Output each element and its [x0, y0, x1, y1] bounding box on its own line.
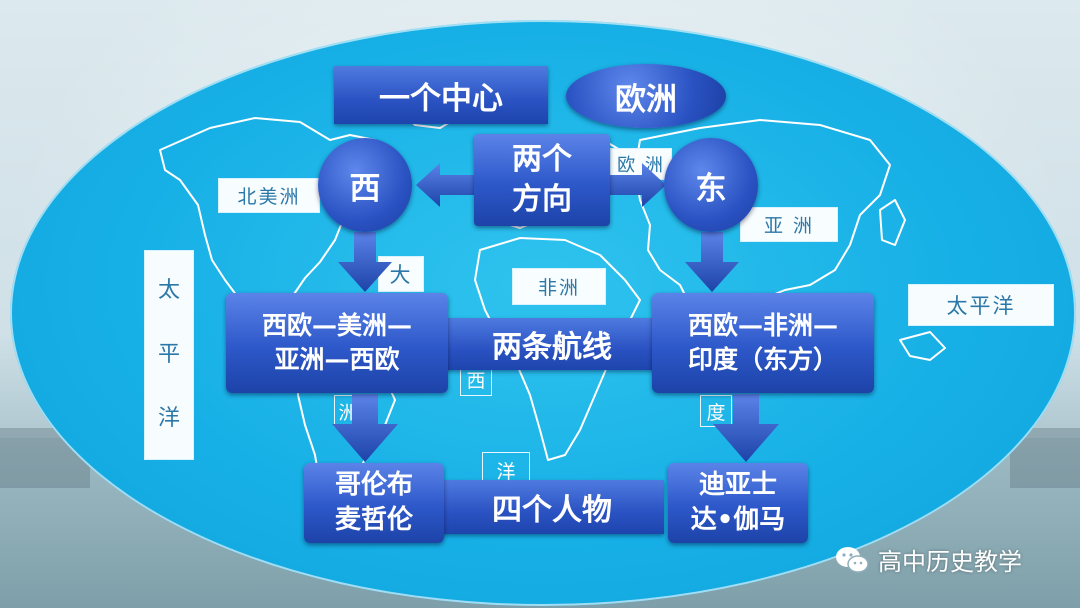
pacific-left-char-3: 洋	[157, 406, 180, 431]
wechat-icon	[836, 546, 869, 573]
arrow-right-east	[610, 163, 666, 207]
arrow-down-columbus	[332, 394, 398, 462]
dias-gama-block: 迪亚士 达•伽马	[668, 463, 808, 543]
watermark: 高中历史教学	[834, 542, 1022, 577]
pacific-left-char-1: 太	[157, 278, 180, 303]
coastline-pacific-island	[899, 331, 946, 361]
four-people-banner: 四个人物	[440, 480, 664, 534]
arrow-down-dias	[713, 394, 779, 462]
columbus-magellan-block: 哥伦布 麦哲伦	[304, 463, 444, 543]
arrow-down-east	[685, 232, 739, 292]
label-north-america: 北美洲	[218, 178, 320, 213]
west-route-block: 西欧—美洲— 亚洲—西欧	[226, 293, 448, 393]
label-asia: 亚 洲	[740, 207, 838, 242]
two-routes-banner: 两条航线	[440, 318, 664, 370]
watermark-text: 高中历史教学	[878, 548, 1022, 576]
pacific-left-char-2: 平	[157, 342, 180, 367]
label-africa: 非洲	[512, 268, 606, 305]
east-route-block: 西欧—非洲— 印度（东方）	[652, 293, 874, 393]
label-europe: 欧 洲	[610, 148, 672, 180]
one-center-banner: 一个中心	[334, 66, 548, 124]
label-pacific-right: 太平洋	[908, 284, 1054, 326]
coastline-north-america	[159, 117, 376, 341]
arrow-left-west	[416, 163, 474, 207]
west-circle: 西	[318, 138, 412, 232]
coastline-japan	[879, 199, 906, 246]
label-pacific-left: 太 平 洋	[144, 250, 194, 460]
two-directions-block: 两个 方向	[474, 134, 610, 226]
east-circle: 东	[664, 138, 758, 232]
europe-oval: 欧洲	[566, 64, 726, 128]
arrow-down-west	[338, 232, 392, 292]
